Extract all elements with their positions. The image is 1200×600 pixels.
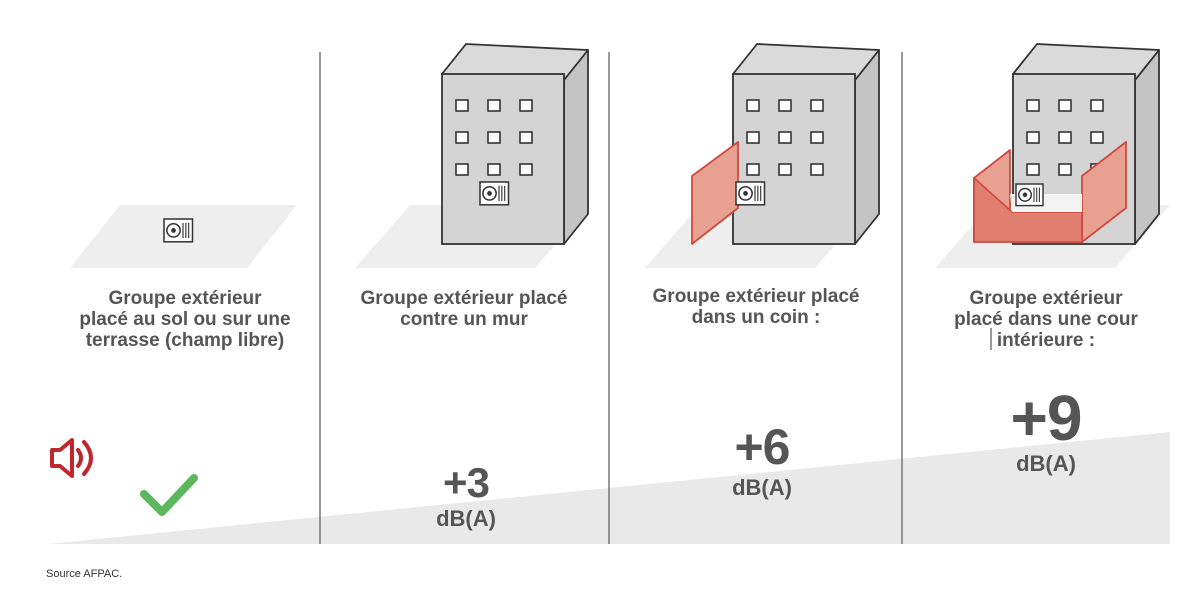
db-increase-corner: +6 <box>734 419 790 475</box>
scenario-courtyard-illustration <box>935 44 1170 268</box>
db-increase-wall: +3 <box>443 459 490 506</box>
outdoor-unit-icon <box>735 181 766 206</box>
outdoor-unit-icon <box>163 218 194 243</box>
courtyard-wall-front <box>973 177 1083 243</box>
caption-free-field: Groupe extérieur placé au sol ou sur une… <box>79 288 291 351</box>
corner-wall <box>691 141 739 245</box>
scenario-free-field-illustration <box>70 205 297 268</box>
check-icon <box>140 474 198 516</box>
db-unit-corner: dB(A) <box>732 475 792 500</box>
caption-courtyard: Groupe extérieur placé dans une cour int… <box>954 288 1138 351</box>
speaker-icon <box>50 438 93 478</box>
outdoor-unit-icon <box>479 181 510 206</box>
building-icon <box>733 44 879 244</box>
db-increase-courtyard: +9 <box>1010 382 1083 454</box>
caption-corner: Groupe extérieur placé dans un coin : <box>652 286 860 328</box>
outdoor-unit-icon <box>1015 183 1044 207</box>
caption-wall: Groupe extérieur placé contre un mur <box>360 288 568 330</box>
building-icon <box>442 44 588 244</box>
source-note: Source AFPAC. <box>46 568 123 580</box>
scenario-wall-illustration <box>355 44 590 268</box>
scenario-corner-illustration <box>645 44 879 268</box>
db-unit-wall: dB(A) <box>436 506 496 531</box>
db-unit-courtyard: dB(A) <box>1016 451 1076 476</box>
